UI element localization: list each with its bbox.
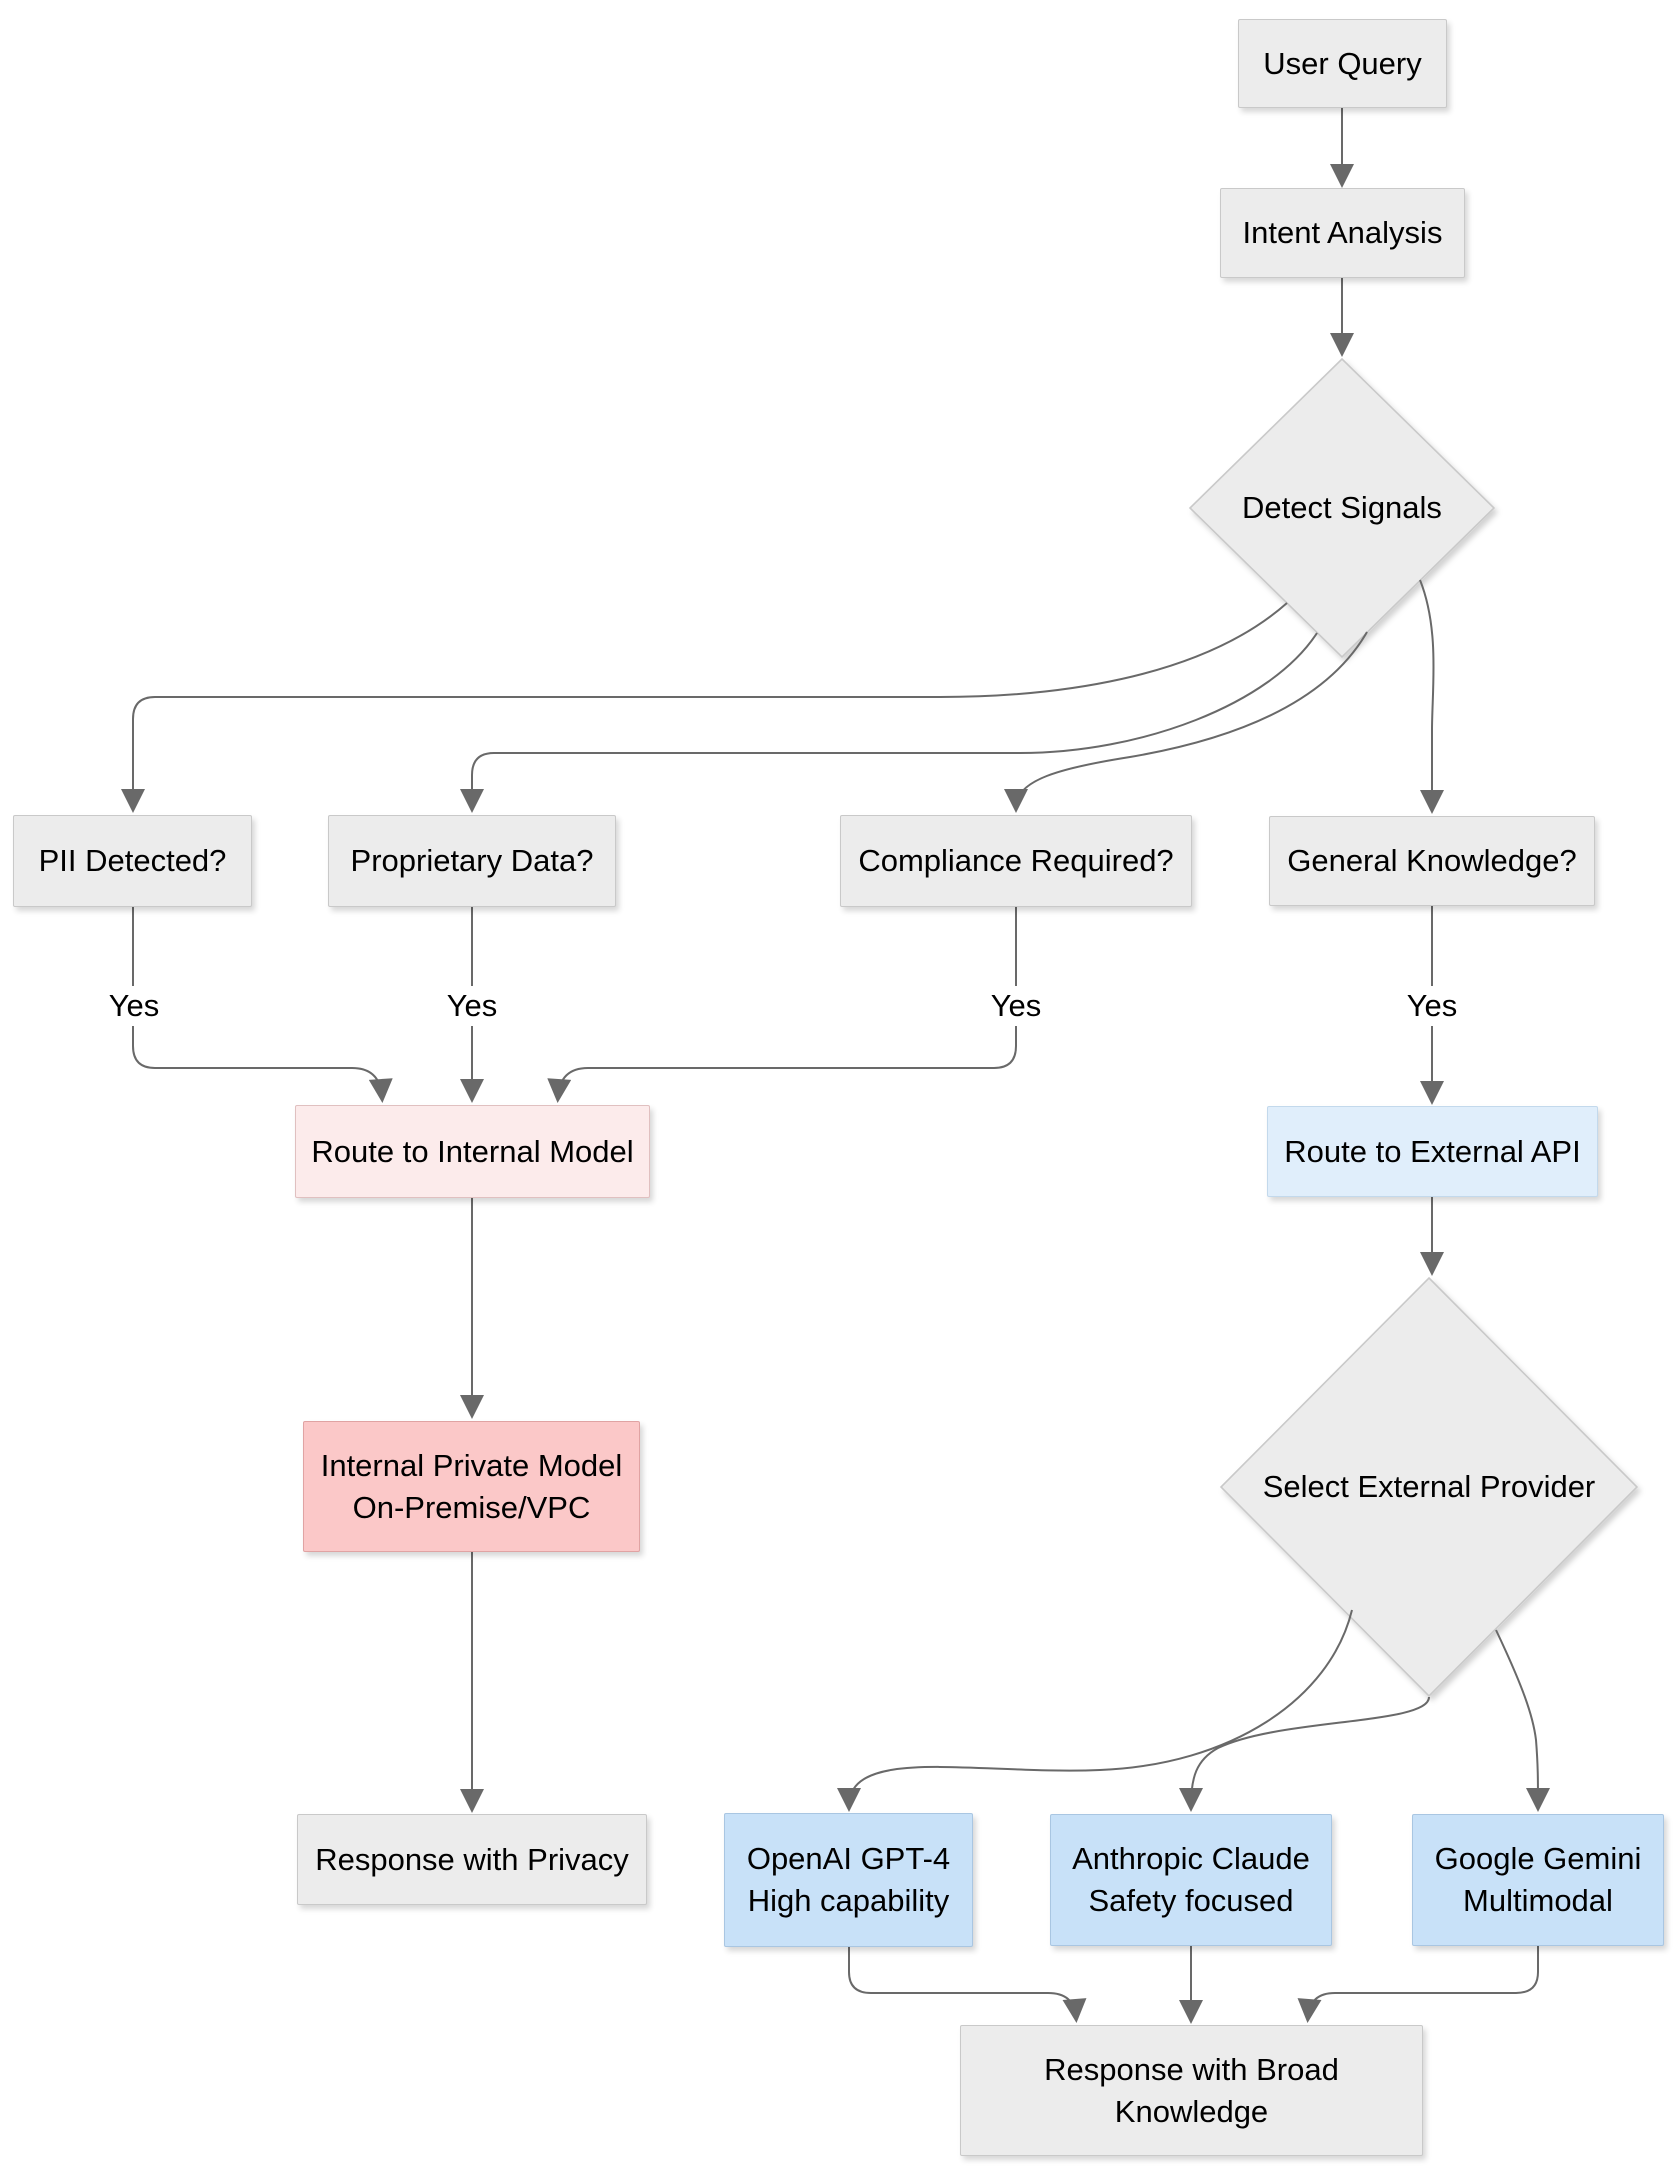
node-user-query: User Query (1238, 19, 1447, 108)
node-google-gemini: Google Gemini Multimodal (1412, 1814, 1664, 1946)
node-anthropic-claude: Anthropic Claude Safety focused (1050, 1814, 1332, 1946)
node-detect-signals-label: Detect Signals (1242, 490, 1442, 525)
edge-google-to-response-broad (1297, 1946, 1539, 2023)
edge-pii-yes-to-route-internal (132, 907, 393, 1103)
edge-detect-to-pii (121, 602, 1288, 813)
node-general-knowledge: General Knowledge? (1269, 816, 1595, 906)
node-route-to-internal-model: Route to Internal Model (295, 1105, 650, 1198)
node-openai-gpt4: OpenAI GPT-4 High capability (724, 1813, 973, 1947)
node-response-with-broad-knowledge: Response with Broad Knowledge (960, 2025, 1423, 2156)
node-select-external-provider-label: Select External Provider (1262, 1469, 1596, 1504)
edge-compliance-yes-to-route-internal (547, 907, 1017, 1103)
edge-detect-to-compliance (1004, 631, 1368, 813)
node-internal-private-model: Internal Private Model On-Premise/VPC (303, 1421, 640, 1552)
edge-detect-to-general (1419, 579, 1444, 814)
node-intent-analysis: Intent Analysis (1220, 188, 1465, 278)
edge-label-compliance-yes: Yes (982, 986, 1050, 1026)
node-response-with-privacy: Response with Privacy (297, 1814, 647, 1905)
edge-openai-to-response-broad (848, 1947, 1087, 2023)
edge-label-general-yes: Yes (1398, 986, 1466, 1026)
detect-signals-diamond (1188, 357, 1496, 659)
node-proprietary-data: Proprietary Data? (328, 815, 616, 907)
node-pii-detected: PII Detected? (13, 815, 252, 907)
edge-select-provider-to-anthropic (1179, 1696, 1430, 1812)
edge-select-provider-to-openai (837, 1609, 1353, 1812)
edge-detect-to-proprietary (460, 632, 1318, 813)
edge-select-provider-to-google (1495, 1629, 1550, 1812)
edge-label-proprietary-yes: Yes (438, 986, 506, 1026)
edge-label-pii-yes: Yes (100, 986, 168, 1026)
node-compliance-required: Compliance Required? (840, 815, 1192, 907)
node-route-to-external-api: Route to External API (1267, 1106, 1598, 1197)
select-external-provider-diamond (1219, 1276, 1639, 1698)
